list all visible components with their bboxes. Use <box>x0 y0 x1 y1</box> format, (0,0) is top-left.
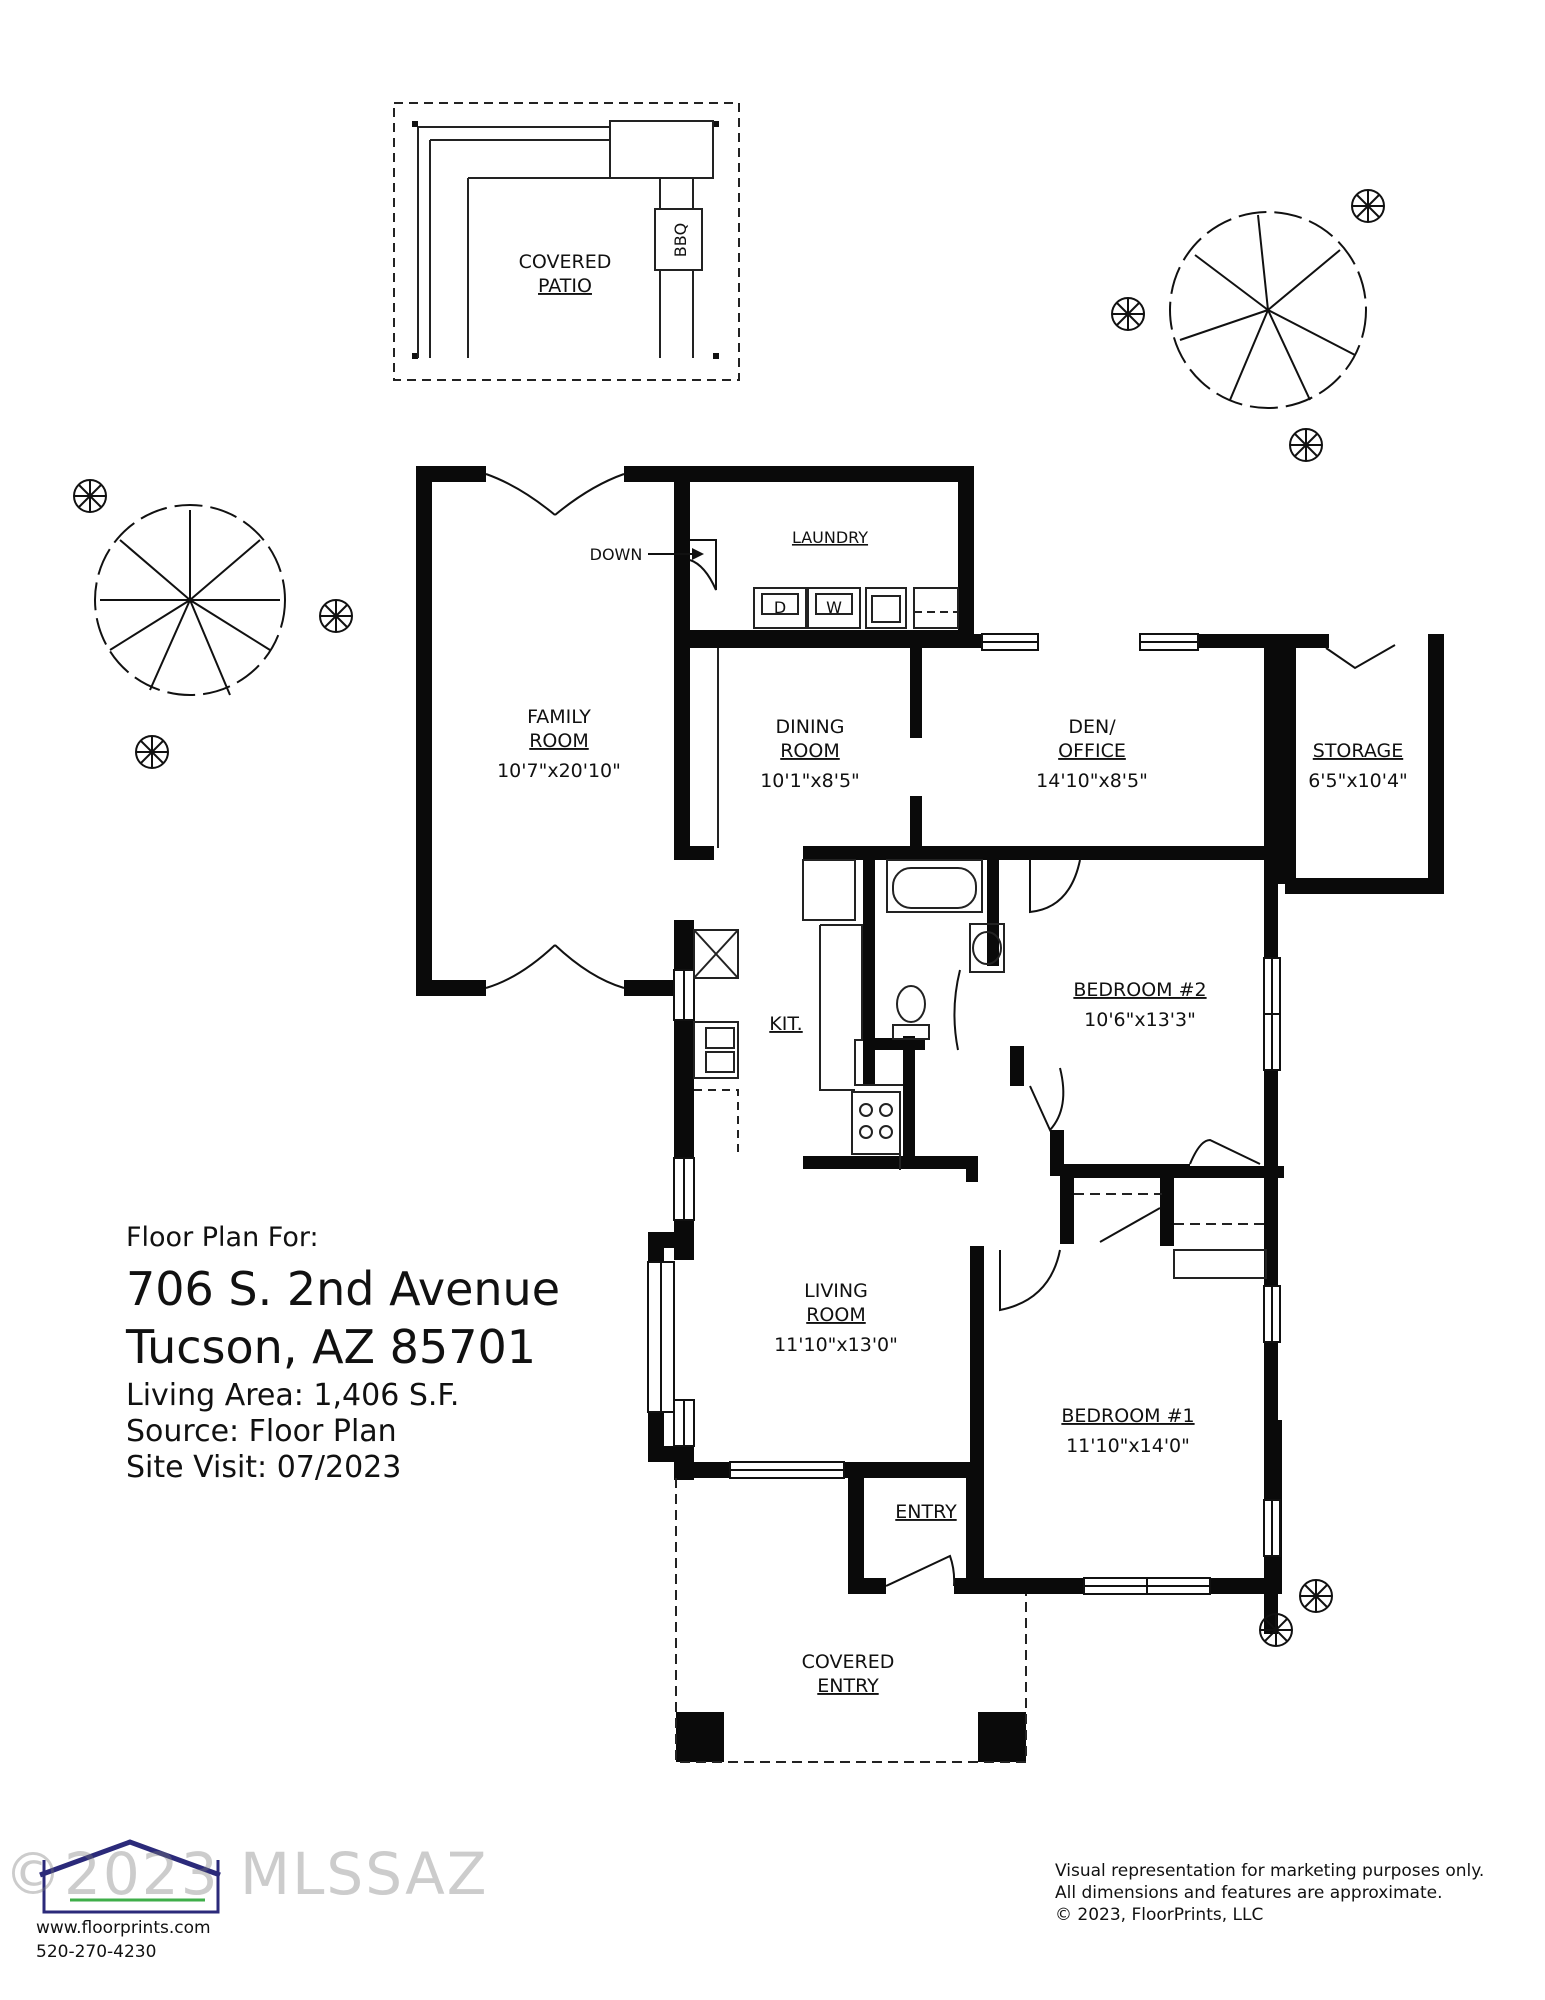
storage-dimensions: 6'5"x10'4" <box>1308 770 1408 792</box>
room-labels: LAUNDRY DOWN D W FAMILY ROOM 10'7"x20'10… <box>497 528 1408 1697</box>
disclaimer: Visual representation for marketing purp… <box>1055 1860 1484 1926</box>
bedroom1-dimensions: 11'10"x14'0" <box>1066 1435 1190 1457</box>
fixtures <box>675 587 1267 1763</box>
tree-left <box>94 504 286 696</box>
den-dimensions: 14'10"x8'5" <box>1036 770 1148 792</box>
bedroom2-dimensions: 10'6"x13'3" <box>1084 1009 1196 1031</box>
disclaimer-line-2: All dimensions and features are approxim… <box>1055 1883 1443 1903</box>
down-label: DOWN <box>590 545 643 564</box>
kitchen-label: KIT. <box>769 1013 802 1035</box>
living-room-dimensions: 11'10"x13'0" <box>774 1334 898 1356</box>
down-arrow <box>648 548 704 560</box>
family-room-label-2: ROOM <box>529 730 589 752</box>
windows <box>647 633 1281 1595</box>
covered-entry-label-2: ENTRY <box>817 1675 879 1697</box>
family-room-dimensions: 10'7"x20'10" <box>497 760 621 782</box>
bbq-label: BBQ <box>671 223 690 258</box>
trees <box>73 189 1385 1647</box>
floorprints-logo-icon <box>39 1839 221 1914</box>
dining-room-label-2: ROOM <box>780 740 840 762</box>
exterior-walls <box>416 466 1444 1762</box>
info-heading: Floor Plan For: <box>126 1222 319 1253</box>
info-source: Source: Floor Plan <box>126 1414 397 1449</box>
dining-room-label-1: DINING <box>776 716 845 738</box>
dining-room-dimensions: 10'1"x8'5" <box>760 770 860 792</box>
laundry-label: LAUNDRY <box>792 528 868 547</box>
disclaimer-line-1: Visual representation for marketing purp… <box>1055 1861 1485 1881</box>
washer-label: W <box>826 598 842 617</box>
family-room-label-1: FAMILY <box>527 706 591 728</box>
living-room-label-2: ROOM <box>806 1304 866 1326</box>
info-living-area: Living Area: 1,406 S.F. <box>126 1378 460 1413</box>
dryer-label: D <box>774 598 786 617</box>
logo-phone: 520-270-4230 <box>36 1942 157 1962</box>
bedroom2-label: BEDROOM #2 <box>1073 979 1206 1001</box>
info-city: Tucson, AZ 85701 <box>126 1320 537 1374</box>
den-label-2: OFFICE <box>1058 740 1126 762</box>
disclaimer-line-3: © 2023, FloorPrints, LLC <box>1055 1905 1264 1925</box>
doors <box>485 473 1396 1587</box>
patio-label-2: PATIO <box>538 275 592 297</box>
shrubs <box>73 189 1385 1647</box>
tree-right <box>1169 211 1367 409</box>
info-street-address: 706 S. 2nd Avenue <box>126 1262 561 1316</box>
patio-label-1: COVERED <box>519 251 612 273</box>
info-site-visit: Site Visit: 07/2023 <box>126 1450 402 1485</box>
entry-label: ENTRY <box>895 1501 957 1523</box>
covered-patio: BBQ COVERED PATIO <box>393 102 740 381</box>
storage-label: STORAGE <box>1313 740 1403 762</box>
den-label-1: DEN/ <box>1068 716 1116 738</box>
logo-website: www.floorprints.com <box>36 1918 211 1938</box>
covered-entry-label-1: COVERED <box>802 1651 895 1673</box>
living-room-label-1: LIVING <box>804 1280 868 1302</box>
mls-watermark: ©2023 MLSSAZ <box>4 1840 489 1908</box>
bedroom1-label: BEDROOM #1 <box>1061 1405 1194 1427</box>
